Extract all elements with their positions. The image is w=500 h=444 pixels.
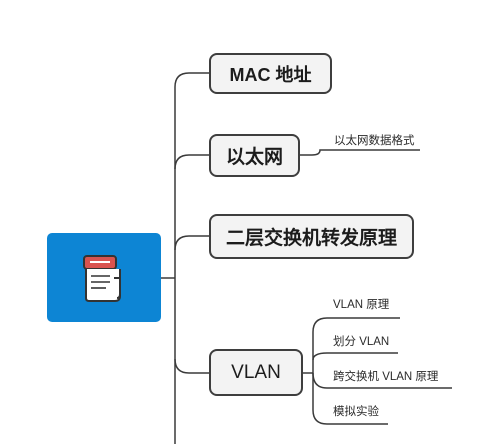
subtopic-vlan-principle[interactable]: VLAN 原理: [333, 299, 390, 311]
branch-eth: [174, 154, 209, 170]
branch-l2: [174, 235, 209, 251]
branch-vlan-sub-0: [312, 317, 400, 373]
main-trunk: [174, 72, 190, 444]
branch-eth-sub: [300, 149, 420, 156]
topic-mac-address[interactable]: MAC 地址: [209, 53, 332, 94]
topic-vlan[interactable]: VLAN: [209, 349, 303, 396]
branch-vlan: [174, 358, 209, 374]
root-node[interactable]: [47, 233, 161, 322]
topic-l2-switch-forwarding[interactable]: 二层交换机转发原理: [209, 214, 414, 259]
branch-vlan-sub-3: [312, 373, 388, 425]
subtopic-vlan-partition[interactable]: 划分 VLAN: [333, 336, 390, 348]
document-icon: [83, 255, 121, 302]
subtopic-ethernet-frame-format[interactable]: 以太网数据格式: [334, 135, 415, 147]
subtopic-simulation-lab[interactable]: 模拟实验: [333, 406, 379, 418]
topic-ethernet[interactable]: 以太网: [209, 134, 300, 177]
subtopic-cross-switch-vlan[interactable]: 跨交换机 VLAN 原理: [333, 371, 439, 383]
branch-vlan-sub-1: [312, 352, 398, 361]
